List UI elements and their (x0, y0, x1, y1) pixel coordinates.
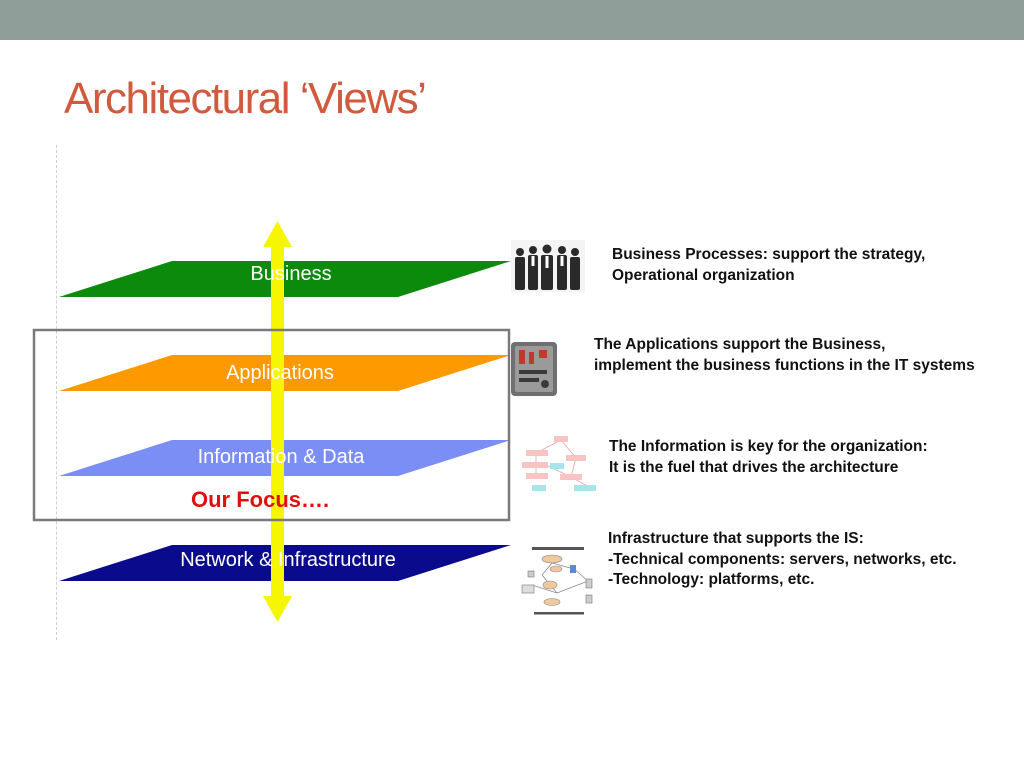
description-line: -Technology: platforms, etc. (608, 571, 815, 588)
data-model-diagram-icon (522, 436, 596, 491)
business-layer-band (59, 261, 511, 297)
network-diagram-icon (512, 545, 604, 617)
slide-title: Architectural ‘Views’ (64, 74, 427, 123)
header-bar (0, 0, 1024, 40)
focus-box (32, 328, 511, 522)
business-layer-label: Business (250, 263, 332, 285)
information-data-layer-band (59, 440, 511, 476)
our-focus-label: Our Focus…. (191, 487, 330, 512)
description-line: Infrastructure that supports the IS: (608, 530, 864, 547)
applications-layer-band (59, 355, 511, 391)
network-infrastructure-layer-label: Network & Infrastructure (180, 549, 396, 571)
description-line: -Technical components: servers, networks… (608, 550, 957, 568)
network-infrastructure-layer-band (59, 545, 511, 581)
description-line: implement the business functions in the … (594, 356, 975, 374)
network-infrastructure-description: Infrastructure that supports the IS: -Te… (608, 529, 957, 591)
applications-layer-label: Applications (226, 362, 334, 384)
business-people-photo-icon (511, 240, 585, 292)
toolkit-photo-icon (511, 342, 557, 396)
business-description: Business Processes: support the strategy… (612, 245, 925, 286)
applications-description: The Applications support the Business, i… (594, 335, 975, 376)
description-line: Operational organization (612, 266, 795, 284)
information-data-description: The Information is key for the organizat… (609, 437, 928, 478)
vertical-double-arrow (263, 221, 292, 622)
information-data-layer-label: Information & Data (197, 446, 365, 468)
description-line: The Applications support the Business, (594, 336, 886, 353)
description-line: The Information is key for the organizat… (609, 438, 928, 455)
description-line: It is the fuel that drives the architect… (609, 458, 899, 476)
dashed-guide-line (56, 145, 57, 640)
description-line: Business Processes: support the strategy… (612, 246, 926, 263)
